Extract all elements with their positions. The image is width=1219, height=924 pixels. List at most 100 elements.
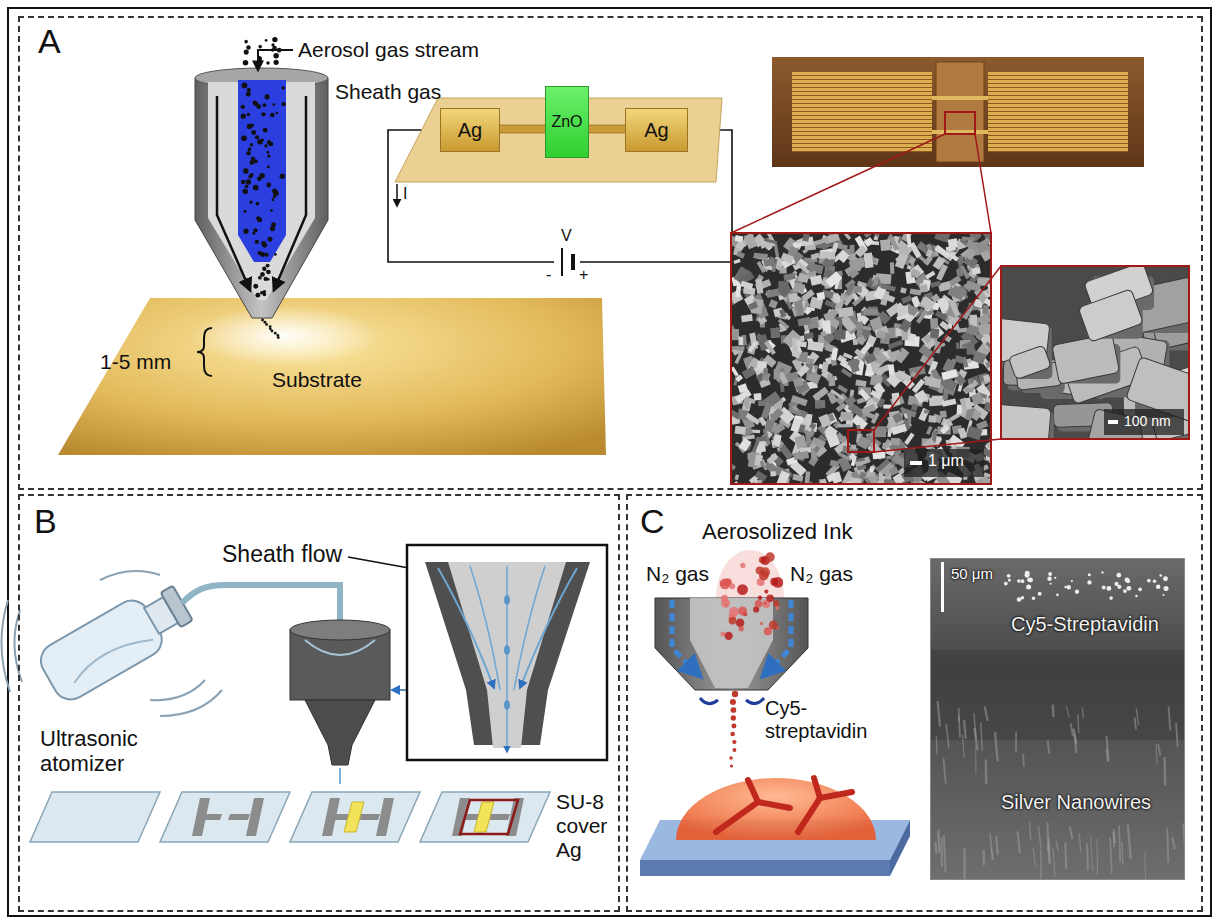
zoom-lines (731, 134, 945, 233)
sem-texture (856, 436, 870, 450)
substrate-plate (190, 306, 380, 366)
micrograph-texture (1032, 596, 1035, 599)
micrograph-texture (1067, 585, 1071, 589)
substrate-plate (58, 298, 606, 455)
label-text: SU-8 cover Ag (556, 790, 618, 862)
sem-texture (926, 249, 933, 257)
sem-texture (872, 375, 882, 382)
sem-texture (937, 437, 942, 442)
micrograph-texture (1064, 586, 1066, 588)
sem-texture (946, 245, 956, 251)
sem-texture (924, 376, 941, 388)
micrograph-texture (1082, 707, 1083, 718)
electrode-pad: Ag (440, 108, 500, 152)
aerosol-particles (241, 105, 245, 109)
node-text: 1 μm (928, 452, 964, 470)
aerosol-particles (261, 139, 264, 142)
sem-texture (760, 461, 764, 468)
micrograph-texture (995, 732, 998, 761)
sem-texture (735, 375, 743, 383)
label-text: Sheath flow (222, 541, 342, 567)
sem-image: 1 μm (730, 232, 992, 485)
micrograph-texture (1156, 584, 1161, 589)
aerosol-particles (245, 185, 249, 189)
aerosol-particles (270, 113, 275, 118)
sem-texture (836, 402, 847, 412)
aerosol-particles (244, 40, 248, 44)
micrograph-texture (1091, 835, 1093, 871)
process-slides (358, 814, 380, 820)
sem-texture (842, 446, 858, 456)
aerosol-particles (241, 136, 246, 141)
micrograph-texture (1048, 572, 1052, 576)
sem-texture (736, 251, 745, 259)
micrograph-texture (1153, 580, 1157, 584)
aerosol-particles (242, 83, 248, 89)
ultrasonic-atomizer (161, 586, 193, 628)
aerosol-particles (272, 37, 277, 42)
aerosol-particles (268, 237, 273, 242)
node-text: 100 nm (1124, 413, 1171, 429)
sem-texture (757, 261, 766, 273)
electrode-pad: Ag (625, 108, 688, 152)
sem-texture (956, 342, 960, 349)
aerosol-particles (269, 327, 272, 330)
sem-texture (791, 395, 808, 406)
sem-texture (743, 398, 750, 409)
sem-texture (890, 262, 894, 274)
sem-texture (965, 280, 981, 291)
sem-texture (891, 438, 900, 445)
ink-particles (731, 707, 737, 713)
micrograph-texture (1047, 576, 1052, 581)
sem-texture (873, 383, 885, 396)
sem-texture (731, 346, 744, 350)
label-text: Aerosol gas stream (298, 38, 479, 62)
micrograph-texture (1056, 594, 1059, 597)
sem-texture (856, 458, 865, 462)
aerosol-particles (280, 173, 286, 179)
micrograph-texture (930, 650, 1185, 740)
sem-texture (947, 287, 956, 296)
sem-texture (798, 273, 809, 283)
aerosol-particles (271, 330, 274, 333)
label-text: Sheath gas (335, 80, 441, 104)
aerosol-particles (244, 210, 247, 213)
sem-texture (896, 313, 910, 320)
sem-texture (818, 414, 831, 428)
glass-slab (890, 820, 910, 876)
sem-texture (754, 253, 768, 260)
sem-texture (895, 348, 909, 363)
micrograph: 50 μmCy5-StreptavidinSilver Nanowires (930, 558, 1185, 880)
sem-texture (828, 376, 835, 386)
aerosol-particles (266, 264, 270, 268)
aerosol-particles (273, 195, 276, 198)
sem-texture (850, 363, 860, 373)
micrograph-texture (1110, 838, 1112, 874)
label-text: V (561, 227, 572, 245)
sem-texture (790, 418, 802, 433)
micrograph-texture (1162, 594, 1164, 596)
process-slides (30, 792, 550, 842)
scale-bar (1104, 409, 1184, 435)
sem-texture (735, 426, 746, 435)
zoom-lines (731, 134, 991, 233)
micrograph-texture (1004, 582, 1008, 586)
aerosol-particles (266, 183, 271, 188)
aerosol-particles (282, 102, 286, 106)
micrograph-texture (1102, 585, 1106, 589)
print-head (305, 700, 375, 765)
sem-texture (896, 370, 912, 382)
scale-bar (904, 409, 1184, 477)
deposition-nozzle (217, 96, 250, 290)
deposition-nozzle (274, 96, 306, 290)
droplet-dome (748, 780, 758, 802)
aerosol-particles (266, 61, 270, 65)
micrograph-texture (1147, 579, 1151, 583)
aerosol-particles (246, 179, 251, 184)
aerosol-particles (257, 217, 262, 222)
sem-texture (963, 380, 979, 395)
ink-particles (730, 699, 736, 705)
aerosol-particles (261, 241, 266, 246)
sem-texture (924, 410, 929, 413)
micrograph-texture (1007, 574, 1011, 578)
